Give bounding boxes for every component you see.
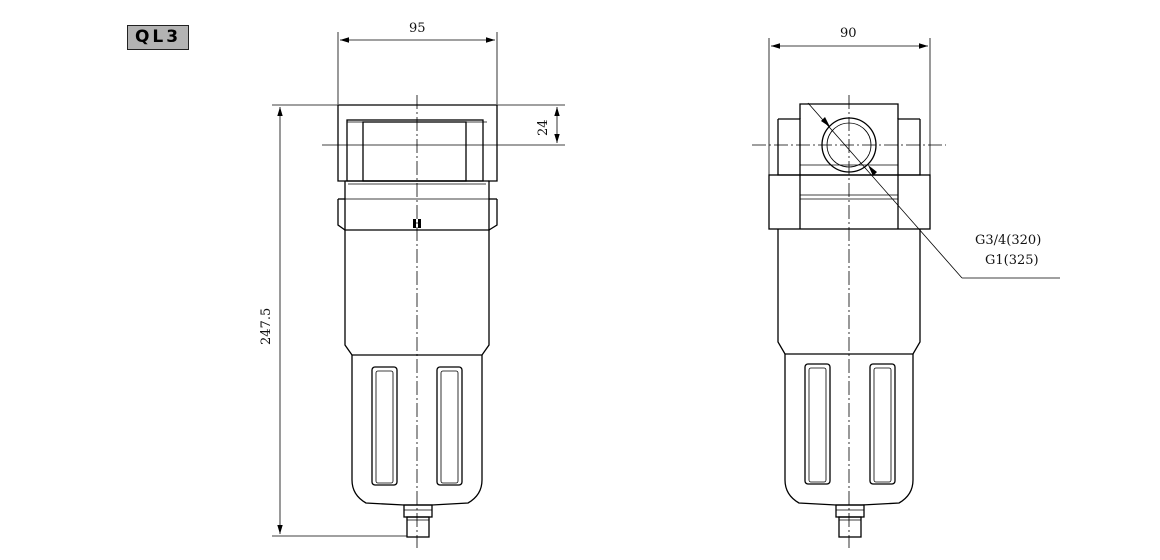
front-total-height-value: 247.5 bbox=[259, 308, 274, 345]
side-drain-tip bbox=[838, 516, 862, 538]
front-head bbox=[337, 104, 498, 231]
front-sight-slot-left bbox=[371, 366, 398, 486]
side-port-outer bbox=[821, 117, 877, 173]
side-port-callout: G3/4(320) G1(325) bbox=[807, 102, 1060, 279]
side-width-value: 90 bbox=[840, 26, 857, 41]
side-view: 90 G3/4(320) G1(325) bbox=[752, 26, 1060, 548]
front-sight-slot-right bbox=[436, 366, 463, 486]
front-window-outer bbox=[346, 119, 484, 182]
front-width-dimension: 95 bbox=[337, 21, 498, 104]
front-width-value: 95 bbox=[409, 21, 426, 36]
front-total-height-dimension: 247.5 bbox=[259, 104, 407, 537]
side-head bbox=[768, 103, 931, 230]
side-port-thread-label-1: G3/4(320) bbox=[975, 233, 1041, 248]
side-drain-nut bbox=[835, 504, 865, 518]
front-top-height-value: 24 bbox=[536, 119, 551, 136]
front-drain-nut bbox=[403, 504, 433, 518]
front-view: 95 24 247.5 bbox=[259, 21, 565, 548]
front-bowl bbox=[344, 230, 490, 538]
side-bowl bbox=[777, 229, 921, 538]
front-top-height-dimension: 24 bbox=[322, 104, 565, 146]
front-drain-tip bbox=[406, 516, 430, 538]
model-label: QL3 bbox=[127, 25, 189, 50]
front-window-inner bbox=[362, 121, 467, 182]
side-width-dimension: 90 bbox=[768, 26, 931, 175]
side-port-inner bbox=[826, 122, 872, 168]
side-sight-slot-left bbox=[804, 363, 831, 485]
side-head-collar bbox=[768, 174, 931, 230]
side-sight-slot-right bbox=[869, 363, 896, 485]
side-port-thread-label-2: G1(325) bbox=[985, 253, 1039, 268]
